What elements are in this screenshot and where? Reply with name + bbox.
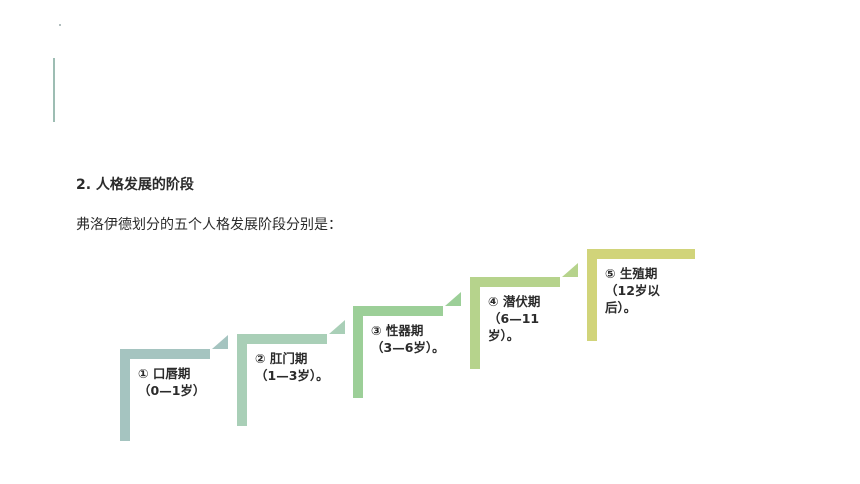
stage-step-5: ⑤ 生殖期 （12岁以 后）。 <box>587 249 697 341</box>
step-label-line1: ② 肛门期 <box>255 351 308 366</box>
stage-step-4: ④ 潜伏期 （6—11 岁）。 <box>470 263 580 369</box>
step-top-bar <box>470 277 560 287</box>
step-triangle <box>562 263 578 277</box>
step-triangle <box>212 335 228 349</box>
step-label-line1: ① 口唇期 <box>138 366 191 381</box>
stage-step-2: ② 肛门期 （1—3岁）。 <box>237 320 347 426</box>
step-label-line3: 岁）。 <box>488 328 520 343</box>
step-label: ② 肛门期 （1—3岁）。 <box>255 350 345 384</box>
step-label-line3: 后）。 <box>605 300 637 315</box>
step-left-bar <box>587 249 597 341</box>
step-label-line1: ⑤ 生殖期 <box>605 266 658 281</box>
step-top-bar <box>353 306 443 316</box>
step-label-line2: （3—6岁）。 <box>371 340 445 355</box>
step-top-bar <box>587 249 695 259</box>
step-triangle <box>329 320 345 334</box>
step-triangle <box>445 292 461 306</box>
step-left-bar <box>470 277 480 369</box>
section-heading: 2. 人格发展的阶段 <box>76 177 194 193</box>
step-label-line2: （1—3岁）。 <box>255 368 329 383</box>
step-label: ③ 性器期 （3—6岁）。 <box>371 322 461 356</box>
step-top-bar <box>120 349 210 359</box>
stage-step-3: ③ 性器期 （3—6岁）。 <box>353 292 463 398</box>
decor-vertical-line <box>53 58 55 122</box>
decor-dot <box>59 24 61 26</box>
step-label-line2: （12岁以 <box>605 283 660 298</box>
step-label: ⑤ 生殖期 （12岁以 后）。 <box>605 265 695 316</box>
step-label-line1: ④ 潜伏期 <box>488 294 541 309</box>
intro-text: 弗洛伊德划分的五个人格发展阶段分别是： <box>76 217 342 233</box>
step-left-bar <box>120 349 130 441</box>
step-label: ④ 潜伏期 （6—11 岁）。 <box>488 293 578 344</box>
step-left-bar <box>353 306 363 398</box>
step-left-bar <box>237 334 247 426</box>
stage-step-1: ① 口唇期 （0—1岁） <box>120 335 230 441</box>
step-label-line1: ③ 性器期 <box>371 323 424 338</box>
step-top-bar <box>237 334 327 344</box>
step-label-line2: （6—11 <box>488 311 540 326</box>
step-label: ① 口唇期 （0—1岁） <box>138 365 228 399</box>
step-label-line2: （0—1岁） <box>138 383 206 398</box>
